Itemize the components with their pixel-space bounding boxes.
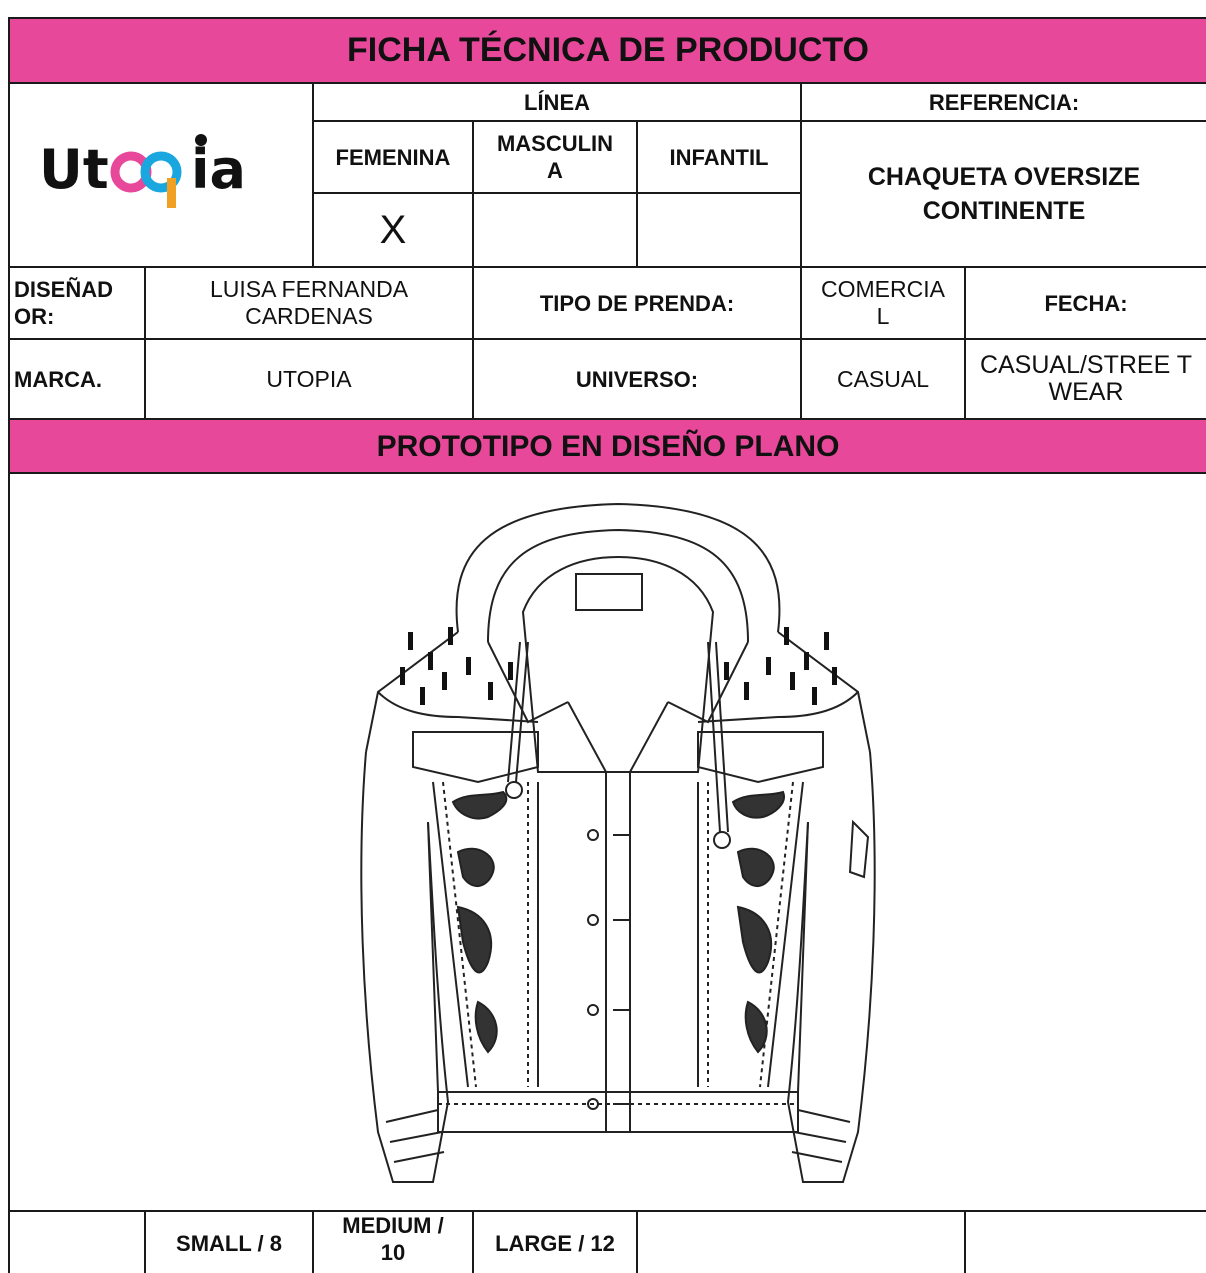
linea-option-femenina: FEMENINA [312, 120, 474, 194]
size-extra-cell [964, 1210, 1206, 1273]
size-large: LARGE / 12 [472, 1210, 638, 1273]
marca-label: MARCA. [8, 338, 146, 420]
size-row-label-cell [8, 1210, 146, 1273]
jacket-flat-sketch [360, 502, 876, 1183]
linea-mark-femenina: X [312, 192, 474, 268]
brand-logo-cell: Ut ia [8, 82, 314, 268]
universo-label: UNIVERSO: [472, 338, 802, 420]
sketch-area [8, 472, 1206, 1212]
prototype-title: PROTOTIPO EN DISEÑO PLANO [8, 418, 1206, 474]
designer-value: LUISA FERNANDA CARDENAS [144, 266, 474, 340]
universo-value: CASUAL [800, 338, 966, 420]
product-spec-sheet: FICHA TÉCNICA DE PRODUCTO Ut ia LÍNEA FE… [8, 17, 1206, 1273]
svg-text:Ut: Ut [39, 138, 109, 201]
linea-option-infantil: INFANTIL [636, 120, 802, 194]
tipo-prenda-value: COMERCIA L [800, 266, 966, 340]
fecha-label: FECHA: [964, 266, 1206, 340]
linea-label: LÍNEA [312, 82, 802, 122]
referencia-value: CHAQUETA OVERSIZE CONTINENTE [800, 120, 1206, 268]
sheet-title: FICHA TÉCNICA DE PRODUCTO [8, 17, 1206, 84]
size-medium: MEDIUM / 10 [312, 1210, 474, 1273]
linea-mark-masculina [472, 192, 638, 268]
tipo-prenda-label: TIPO DE PRENDA: [472, 266, 802, 340]
style-value: CASUAL/STREE T WEAR [964, 338, 1206, 420]
size-small: SMALL / 8 [144, 1210, 314, 1273]
designer-label: DISEÑAD OR: [8, 266, 146, 340]
referencia-label: REFERENCIA: [800, 82, 1206, 122]
utopia-logo: Ut ia [39, 134, 246, 208]
linea-mark-infantil [636, 192, 802, 268]
marca-value: UTOPIA [144, 338, 474, 420]
linea-option-masculina: MASCULIN A [472, 120, 638, 194]
size-base-cell [636, 1210, 966, 1273]
svg-text:ia: ia [191, 138, 246, 201]
